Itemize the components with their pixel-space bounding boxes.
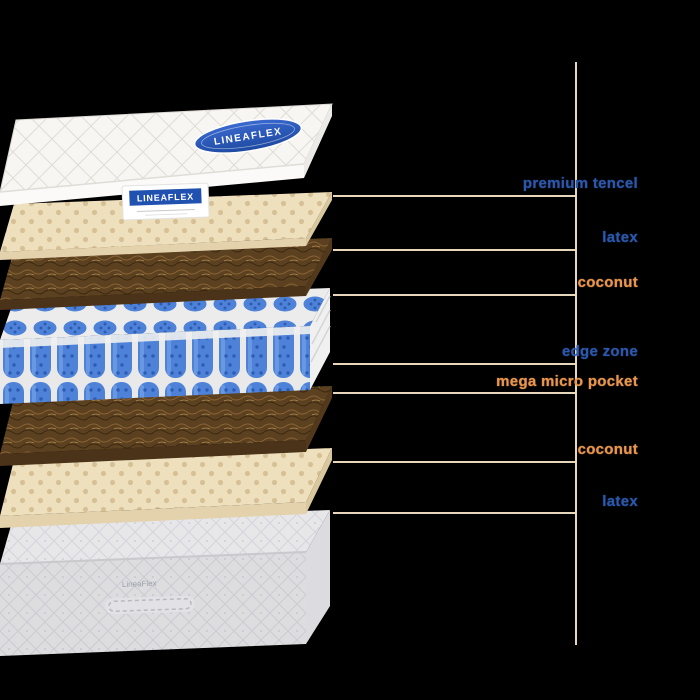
layer-latex-bottom: [0, 448, 332, 528]
leader-line-coconut-top: [333, 294, 576, 296]
brand-tag: LINEAFLEX: [121, 182, 210, 221]
leader-line-premium-tencel: [333, 195, 576, 197]
layer-coconut-bottom: [0, 386, 332, 466]
leader-line-edge-zone: [333, 363, 576, 365]
layer-label-coconut-bottom: coconut: [577, 441, 638, 458]
leader-line-coconut-bottom: [333, 461, 576, 463]
layer-label-mega-micro-pocket: mega micro pocket: [496, 373, 638, 390]
layer-label-edge-zone: edge zone: [561, 343, 638, 360]
mattress-illustration: LineaFlex: [0, 100, 345, 660]
leader-line-latex-top: [333, 249, 576, 251]
callout-vertical-line: [575, 62, 577, 645]
tag-text: LINEAFLEX: [137, 191, 195, 203]
layer-label-premium-tencel: premium tencel: [522, 175, 638, 192]
brand-badge: LINEAFLEX: [193, 118, 303, 154]
layer-label-coconut-top: coconut: [577, 274, 638, 291]
leader-line-mega-micro-pocket: [333, 392, 576, 394]
layer-cover: LINEAFLEX LINEAFLEX: [0, 103, 333, 221]
layer-latex-top: [0, 192, 332, 260]
layer-label-latex-bottom: latex: [602, 493, 638, 510]
layer-label-latex-top: latex: [602, 229, 638, 246]
base-logo: LineaFlex: [122, 579, 157, 589]
layer-base: LineaFlex: [0, 510, 330, 656]
leader-line-latex-bottom: [333, 512, 576, 514]
base-handle: [105, 595, 195, 615]
